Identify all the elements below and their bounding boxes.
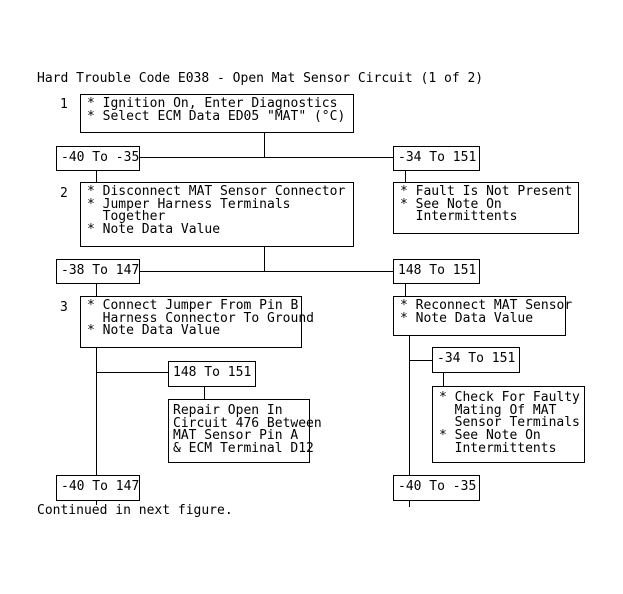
reconnect-sensor-box: * Reconnect MAT Sensor * Note Data Value: [393, 296, 572, 336]
fault-not-present-box: * Fault Is Not Present * See Note On Int…: [393, 182, 579, 234]
range-box-left-1: -40 To -35: [56, 146, 140, 171]
range-box-end-right: -40 To -35: [393, 475, 480, 501]
diagram-title: Hard Trouble Code E038 - Open Mat Sensor…: [37, 71, 484, 86]
range-box-left-2: -38 To 147: [56, 259, 140, 284]
step-number-1: 1: [60, 97, 68, 112]
range-box-end-left: -40 To 147: [56, 475, 140, 501]
check-mating-box: * Check For Faulty Mating Of MAT Sensor …: [432, 386, 585, 463]
range-box-mid-3: 148 To 151: [168, 361, 256, 387]
range-box-right-3: -34 To 151: [432, 347, 520, 373]
step-number-3: 3: [60, 300, 68, 315]
range-box-right-1: -34 To 151: [393, 146, 480, 171]
range-box-right-2: 148 To 151: [393, 259, 480, 284]
step-3-box: * Connect Jumper From Pin B Harness Conn…: [80, 296, 314, 348]
continued-note: Continued in next figure.: [37, 503, 233, 518]
step-number-2: 2: [60, 186, 68, 201]
repair-open-box: Repair Open In Circuit 476 Between MAT S…: [168, 399, 322, 463]
step-2-box: * Disconnect MAT Sensor Connector * Jump…: [80, 182, 354, 247]
step-1-box: * Ignition On, Enter Diagnostics * Selec…: [80, 94, 354, 133]
